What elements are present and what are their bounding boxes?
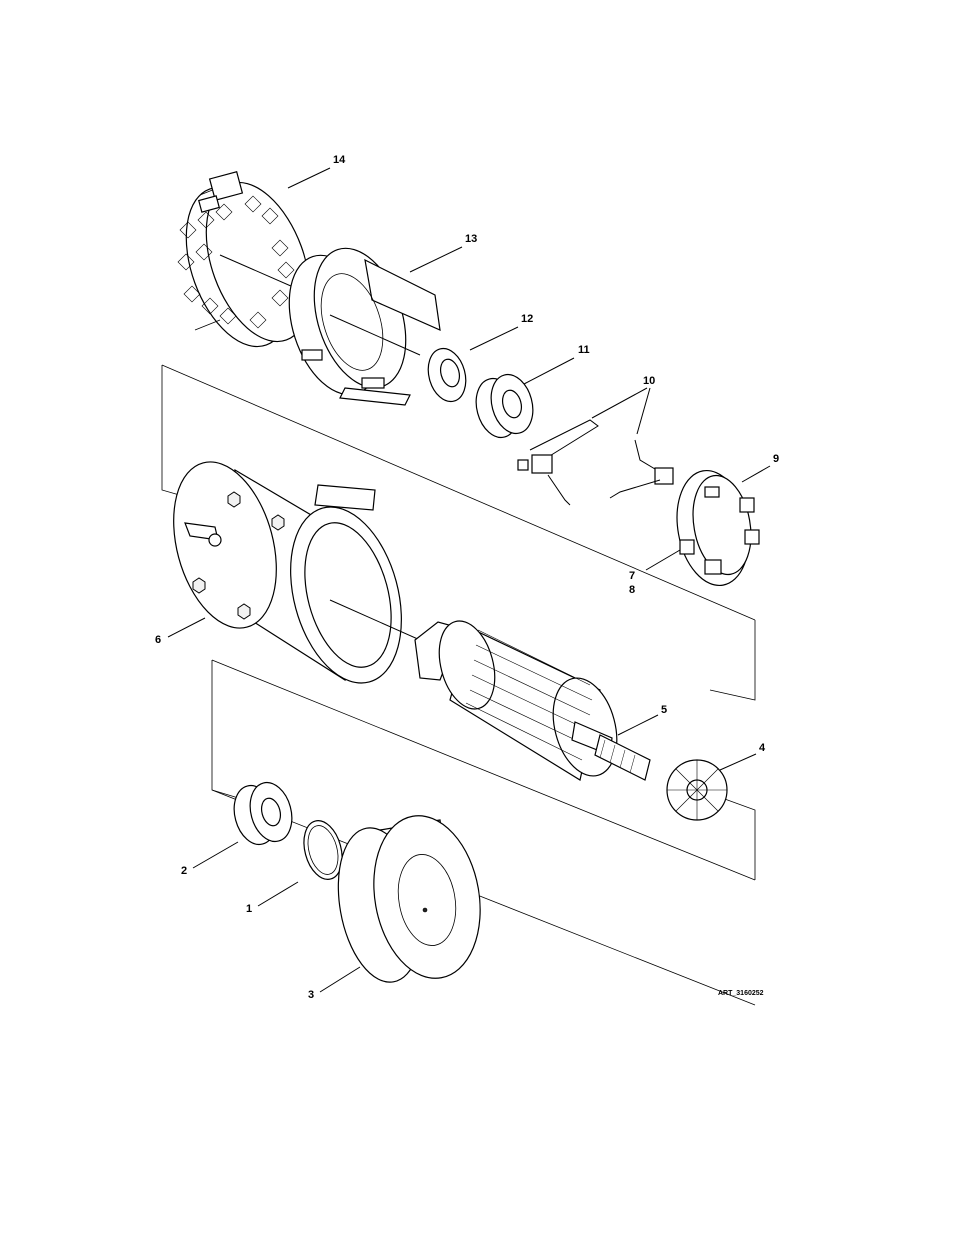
part-6-motor-frame <box>157 450 420 695</box>
callout-12: 12 <box>521 313 533 325</box>
callout-4: 4 <box>759 742 766 754</box>
callout-8: 8 <box>629 584 635 596</box>
part-5-armature <box>415 615 650 783</box>
part-9-brush-holder <box>668 465 759 591</box>
callout-5: 5 <box>661 704 667 716</box>
callout-2: 2 <box>181 865 187 877</box>
callout-3: 3 <box>308 989 314 1001</box>
callout-9: 9 <box>773 453 779 465</box>
callout-7: 7 <box>629 570 635 582</box>
art-number: ART_3160252 <box>718 990 764 997</box>
callout-14: 14 <box>333 154 346 166</box>
callout-6: 6 <box>155 634 161 646</box>
callout-10: 10 <box>643 375 655 387</box>
callout-1: 1 <box>246 903 252 915</box>
callout-11: 11 <box>578 344 590 356</box>
part-11-bearing <box>470 370 539 442</box>
part-10-brush-leads <box>518 420 673 505</box>
part-4-fan <box>667 760 727 820</box>
part-3-end-cap <box>327 807 492 989</box>
part-2-bearing <box>228 778 298 849</box>
callout-13: 13 <box>465 233 477 245</box>
part-12-washer <box>423 344 472 405</box>
